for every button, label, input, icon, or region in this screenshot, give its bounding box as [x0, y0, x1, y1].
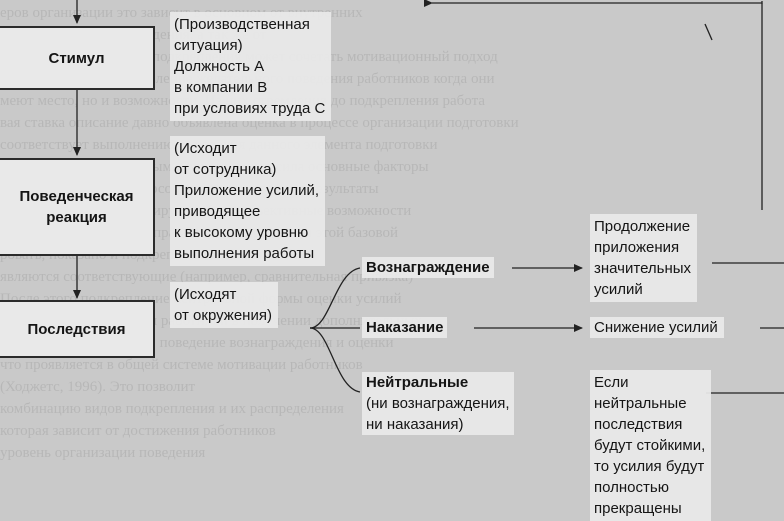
branch-reward-label: Вознаграждение	[366, 259, 490, 276]
consequences-note-line: от окружения)	[174, 307, 272, 324]
fan-reward	[309, 267, 361, 329]
stimulus-note-line: при условиях труда С	[174, 100, 326, 117]
outcome-reward-line: Продолжение	[594, 218, 691, 235]
consequences-note-line: (Исходят	[174, 286, 237, 303]
behavior-note-line: выполнения работы	[174, 245, 315, 262]
branch-neutral-label: Нейтральные	[366, 374, 469, 391]
background-text-line: которая зависит от достижения работников	[0, 423, 276, 439]
behavior-label-line-2: реакция	[46, 209, 107, 226]
stimulus-note-line: Должность А	[174, 58, 265, 75]
behavior-box: Поведенческая реакция	[0, 158, 155, 256]
outcome-reward-line: значительных	[594, 260, 692, 277]
outcome-reward-line: усилий	[594, 281, 643, 298]
stimulus-note-line: (Производственная	[174, 16, 310, 33]
behavior-label-line-1: Поведенческая	[19, 188, 134, 205]
background-text-line: являются соответствующие (например, срав…	[0, 269, 414, 285]
background-text-line: что проявляется в общей системе мотиваци…	[0, 357, 363, 373]
stimulus-note: (Производственная ситуация) Должность А …	[170, 12, 332, 121]
behavior-note-line: приводящее	[174, 203, 261, 220]
outcome-reward: Продолжение приложения значительных усил…	[590, 214, 698, 302]
behavior-note: (Исходит от сотрудника) Приложение усили…	[170, 136, 326, 266]
stimulus-note-line: в компании В	[174, 79, 268, 96]
behavior-note-line: Приложение усилий,	[174, 182, 320, 199]
outcome-neutral-line: нейтральные	[594, 395, 687, 412]
consequences-box: Последствия	[0, 300, 155, 358]
behavior-note-line: (Исходит	[174, 140, 237, 157]
background-text-line: уровень организации поведения	[0, 445, 206, 461]
outcome-neutral-line: будут стойкими,	[594, 437, 706, 454]
slash-mark	[704, 23, 713, 41]
branch-neutral-sub: ни наказания)	[366, 416, 464, 433]
outcome-neutral-line: Если	[594, 374, 629, 391]
branch-reward: Вознаграждение	[362, 257, 494, 278]
branch-neutral-sub: (ни вознаграждения,	[366, 395, 510, 412]
outcome-neutral: Если нейтральные последствия будут стойк…	[590, 370, 712, 521]
fan-neutral	[309, 327, 361, 393]
stimulus-box: Стимул	[0, 26, 155, 90]
consequences-note: (Исходят от окружения)	[170, 282, 278, 328]
background-text-line: вая ставка описание давно объявлена оцен…	[0, 115, 519, 131]
behavior-note-line: от сотрудника)	[174, 161, 277, 178]
consequences-label: Последствия	[27, 320, 126, 338]
outcome-punishment-line: Снижение усилий	[594, 319, 718, 336]
behavior-note-line: к высокому уровню	[174, 224, 309, 241]
background-text-line: комбинацию видов подкрепления и их распр…	[0, 401, 344, 417]
branch-punishment-label: Наказание	[366, 319, 444, 336]
branch-punishment: Наказание	[362, 317, 448, 338]
outcome-neutral-line: то усилия будут	[594, 458, 705, 475]
stimulus-note-line: ситуация)	[174, 37, 243, 54]
stimulus-label: Стимул	[48, 49, 105, 67]
outcome-reward-line: приложения	[594, 239, 680, 256]
outcome-punishment: Снижение усилий	[590, 317, 724, 338]
outcome-neutral-line: прекращены	[594, 500, 682, 517]
branch-neutral: Нейтральные (ни вознаграждения, ни наказ…	[362, 372, 514, 435]
background-text-line: (Ходжетс, 1996). Это позволит	[0, 379, 196, 395]
outcome-neutral-line: полностью	[594, 479, 669, 496]
outcome-neutral-line: последствия	[594, 416, 683, 433]
